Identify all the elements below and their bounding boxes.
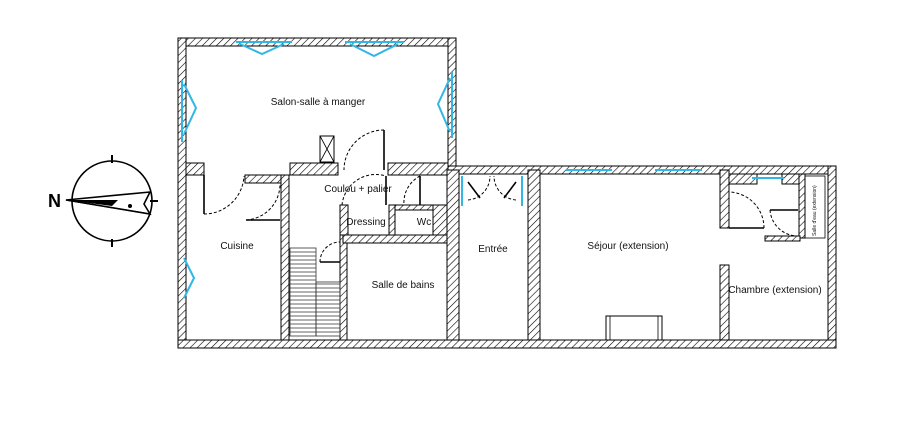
room-label-entree: Entrée: [478, 244, 508, 255]
room-label-salle-eau: Salle d'eau (extension): [812, 185, 818, 236]
salle-eau-box: [804, 175, 826, 239]
room-label-sejour: Séjour (extension): [587, 241, 668, 252]
compass-north-letter: N: [48, 191, 61, 211]
room-label-wc: Wc: [417, 217, 431, 228]
doors: [203, 129, 799, 263]
room-label-couloir: Coulou + palier: [324, 184, 392, 195]
room-label-chambre: Chambre (extension): [728, 285, 821, 296]
room-label-salon: Salon-salle à manger: [271, 97, 366, 108]
sejour-bay-window: [605, 315, 663, 341]
room-label-dressing: Dressing: [346, 217, 385, 228]
chimney-duct: [319, 135, 335, 163]
room-label-cuisine: Cuisine: [220, 241, 254, 252]
compass-icon: N: [48, 155, 158, 247]
staircase: [289, 247, 341, 337]
windows: [181, 41, 784, 299]
interior-walls: [185, 162, 806, 341]
room-label-salle-de-bains: Salle de bains: [372, 280, 435, 291]
